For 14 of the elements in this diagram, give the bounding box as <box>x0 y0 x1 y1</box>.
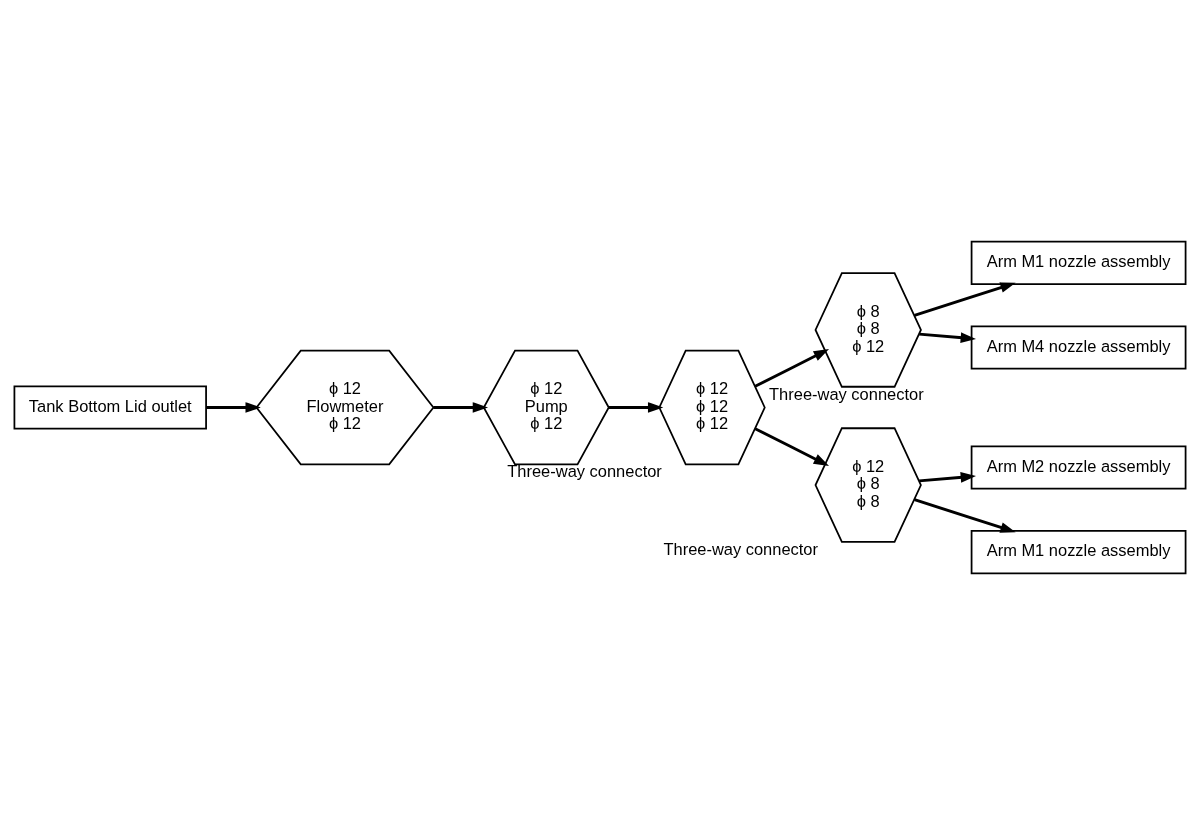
arrow <box>914 498 1016 533</box>
arrow <box>754 427 830 466</box>
arrow <box>608 402 664 413</box>
arrow <box>919 332 976 343</box>
arrow <box>919 472 976 483</box>
node-box: Arm M1 nozzle assembly <box>970 530 1187 575</box>
arrow <box>206 402 261 413</box>
node-box: Arm M1 nozzle assembly <box>970 240 1187 285</box>
node-box: Arm M2 nozzle assembly <box>970 445 1187 490</box>
arrow <box>754 349 830 388</box>
node-box: Tank Bottom Lid outlet <box>13 385 207 430</box>
arrow <box>433 402 489 413</box>
arrow <box>914 282 1016 317</box>
node-box: Arm M4 nozzle assembly <box>970 325 1187 370</box>
